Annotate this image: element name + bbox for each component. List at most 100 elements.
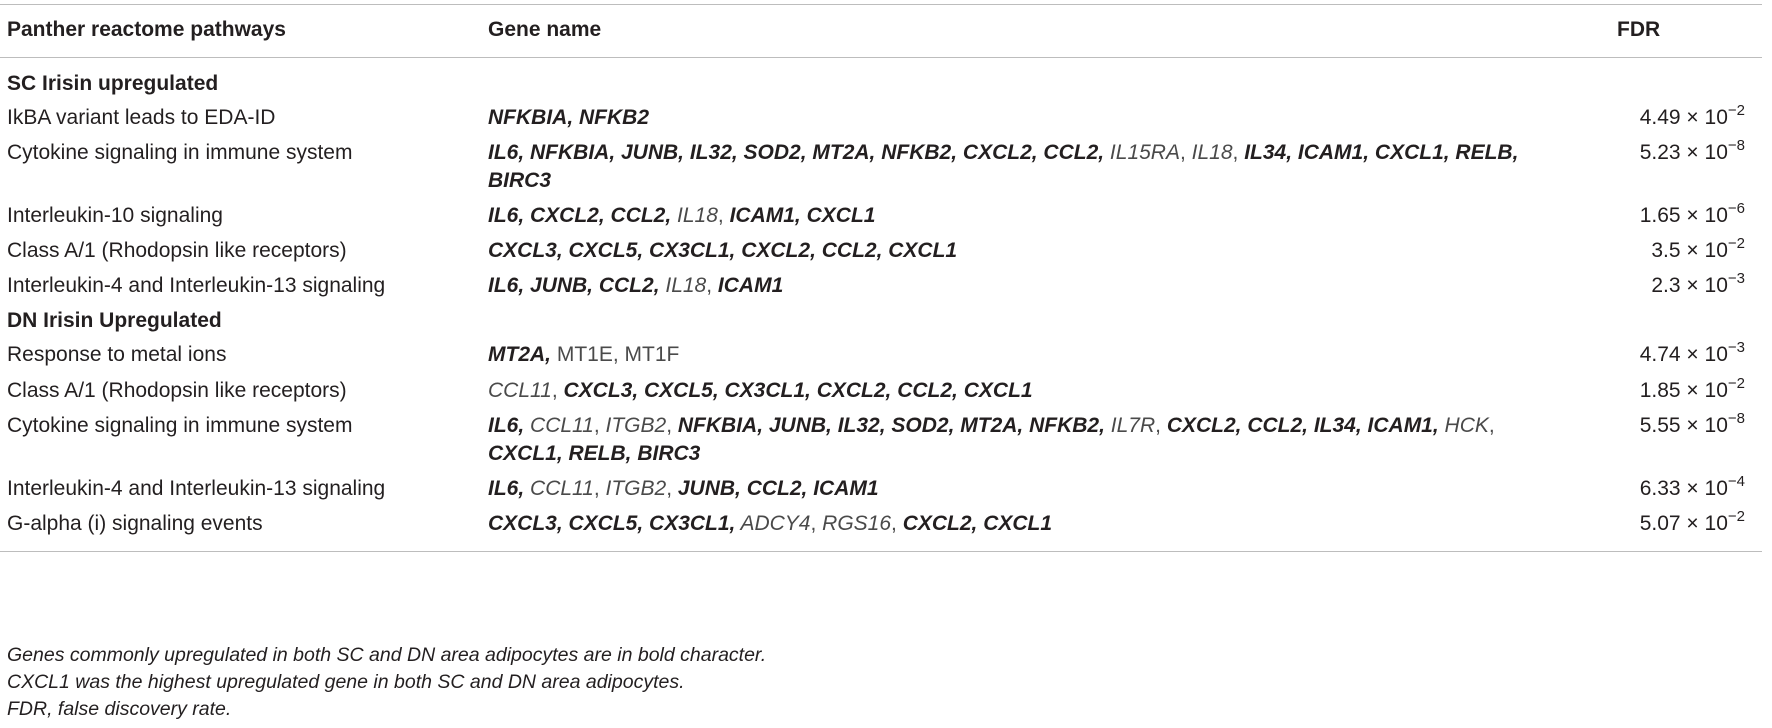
- pathway-cell: Cytokine signaling in immune system: [7, 141, 353, 164]
- gene-text: RGS16: [822, 512, 892, 535]
- gene-common: CXCL3, CXCL5, CX3CL1, CXCL2, CCL2, CXCL1: [563, 379, 1033, 402]
- footnote: FDR, false discovery rate.: [7, 698, 232, 720]
- gene-common: CXCL2, CXCL1: [902, 512, 1053, 535]
- fdr-times: ×: [1686, 204, 1699, 227]
- gene-common: NFKBIA, JUNB, IL32, SOD2, MT2A, NFKB2,: [677, 414, 1105, 437]
- fdr-base: 10: [1704, 477, 1728, 500]
- gene-text: IL18: [1191, 141, 1233, 164]
- fdr-mantissa: 1.85: [1639, 379, 1681, 402]
- fdr-times: ×: [1686, 379, 1699, 402]
- gene-text: ,: [666, 414, 678, 437]
- fdr-base: 10: [1704, 379, 1728, 402]
- fdr-times: ×: [1686, 141, 1699, 164]
- fdr-mantissa: 3.5: [1651, 239, 1681, 262]
- header-fdr: FDR: [1617, 18, 1661, 41]
- gene-common: IL6, CXCL2, CCL2,: [488, 204, 672, 227]
- gene-text: ,: [810, 512, 823, 535]
- gene-common: CXCL1, RELB, BIRC3: [488, 442, 701, 465]
- gene-name-cell: IL6, JUNB, CCL2, IL18, ICAM1: [488, 272, 1538, 300]
- fdr-times: ×: [1686, 414, 1699, 437]
- gene-text: ,: [891, 512, 903, 535]
- fdr-exponent: −2: [1727, 375, 1745, 392]
- gene-name-cell: CXCL3, CXCL5, CX3CL1, CXCL2, CCL2, CXCL1: [488, 237, 1538, 265]
- fdr-exponent: −6: [1727, 200, 1745, 217]
- gene-text: CCL11: [524, 477, 594, 500]
- gene-common: JUNB, CCL2, ICAM1: [677, 477, 879, 500]
- fdr-times: ×: [1686, 106, 1699, 129]
- gene-name-cell: IL6, CCL11, ITGB2, JUNB, CCL2, ICAM1: [488, 475, 1538, 503]
- gene-common: ICAM1, CXCL1: [729, 204, 876, 227]
- gene-text: ,: [593, 477, 606, 500]
- gene-common: IL6, NFKBIA, JUNB, IL32, SOD2, MT2A, NFK…: [488, 141, 1105, 164]
- footnote: CXCL1 was the highest upregulated gene i…: [7, 671, 685, 693]
- gene-text: ,: [706, 274, 718, 297]
- gene-text: ,: [666, 477, 678, 500]
- fdr-mantissa: 6.33: [1639, 477, 1681, 500]
- fdr-base: 10: [1704, 239, 1728, 262]
- fdr-base: 10: [1704, 512, 1728, 535]
- header-gene-name: Gene name: [488, 18, 602, 41]
- gene-common: CXCL3, CXCL5, CX3CL1, CXCL2, CCL2, CXCL1: [488, 239, 958, 262]
- gene-text: ,: [717, 204, 730, 227]
- gene-text: CCL11: [488, 379, 552, 402]
- gene-common: MT2A,: [488, 343, 551, 366]
- fdr-exponent: −2: [1727, 102, 1745, 119]
- fdr-cell: 1.85 × 10−2: [1540, 375, 1745, 407]
- gene-name-cell: IL6, CXCL2, CCL2, IL18, ICAM1, CXCL1: [488, 202, 1538, 230]
- gene-text: ,: [593, 414, 606, 437]
- gene-name-cell: MT2A, MT1E, MT1F: [488, 341, 1538, 369]
- gene-text: ITGB2: [605, 477, 667, 500]
- gene-text: CCL11: [524, 414, 594, 437]
- pathway-cell: Interleukin-4 and Interleukin-13 signali…: [7, 274, 386, 297]
- gene-text: ,: [551, 379, 564, 402]
- fdr-base: 10: [1704, 141, 1728, 164]
- gene-text: IL18: [671, 204, 718, 227]
- section-title: SC Irisin upregulated: [7, 72, 219, 95]
- pathway-cell: Response to metal ions: [7, 343, 227, 366]
- gene-common: IL6,: [488, 477, 525, 500]
- gene-text: ,: [1488, 414, 1495, 437]
- fdr-cell: 5.07 × 10−2: [1540, 508, 1745, 540]
- fdr-cell: 4.74 × 10−3: [1540, 339, 1745, 371]
- fdr-cell: 2.3 × 10−3: [1540, 270, 1745, 302]
- fdr-exponent: −8: [1727, 410, 1745, 427]
- fdr-exponent: −2: [1727, 508, 1745, 525]
- gene-common: IL6, JUNB, CCL2,: [488, 274, 660, 297]
- gene-text: IL15RA: [1104, 141, 1180, 164]
- fdr-exponent: −8: [1727, 137, 1745, 154]
- pathway-cell: Cytokine signaling in immune system: [7, 414, 353, 437]
- gene-text: IL18: [659, 274, 707, 297]
- fdr-mantissa: 5.23: [1639, 141, 1681, 164]
- fdr-cell: 6.33 × 10−4: [1540, 473, 1745, 505]
- gene-text: MT1E, MT1F: [551, 343, 680, 366]
- gene-text: ADCY4: [735, 512, 811, 535]
- fdr-mantissa: 5.07: [1639, 512, 1681, 535]
- fdr-cell: 4.49 × 10−2: [1540, 102, 1745, 134]
- section-title: DN Irisin Upregulated: [7, 309, 222, 332]
- gene-text: HCK: [1438, 414, 1489, 437]
- gene-common: CXCL2, CCL2, IL34, ICAM1,: [1166, 414, 1439, 437]
- gene-text: ,: [1232, 141, 1245, 164]
- fdr-cell: 5.55 × 10−8: [1540, 410, 1745, 442]
- fdr-cell: 1.65 × 10−6: [1540, 200, 1745, 232]
- fdr-times: ×: [1686, 274, 1699, 297]
- pathway-cell: Interleukin-4 and Interleukin-13 signali…: [7, 477, 386, 500]
- table-footnotes: Genes commonly upregulated in both SC an…: [7, 642, 766, 723]
- table-top-rule: [0, 4, 1762, 5]
- fdr-base: 10: [1704, 414, 1728, 437]
- fdr-exponent: −4: [1727, 473, 1745, 490]
- pathway-cell: Class A/1 (Rhodopsin like receptors): [7, 239, 347, 262]
- gene-text: IL7R: [1104, 414, 1156, 437]
- fdr-times: ×: [1686, 477, 1699, 500]
- gene-name-cell: CXCL3, CXCL5, CX3CL1, ADCY4, RGS16, CXCL…: [488, 510, 1538, 538]
- gene-common: IL6,: [488, 414, 525, 437]
- gene-common: IL34, ICAM1, CXCL1, RELB, BIRC3: [488, 141, 1519, 192]
- fdr-times: ×: [1686, 343, 1699, 366]
- gene-name-cell: CCL11, CXCL3, CXCL5, CX3CL1, CXCL2, CCL2…: [488, 377, 1538, 405]
- fdr-mantissa: 2.3: [1651, 274, 1681, 297]
- table-header-rule: [0, 57, 1762, 58]
- fdr-times: ×: [1686, 239, 1699, 262]
- fdr-base: 10: [1704, 343, 1728, 366]
- header-pathway: Panther reactome pathways: [7, 18, 286, 41]
